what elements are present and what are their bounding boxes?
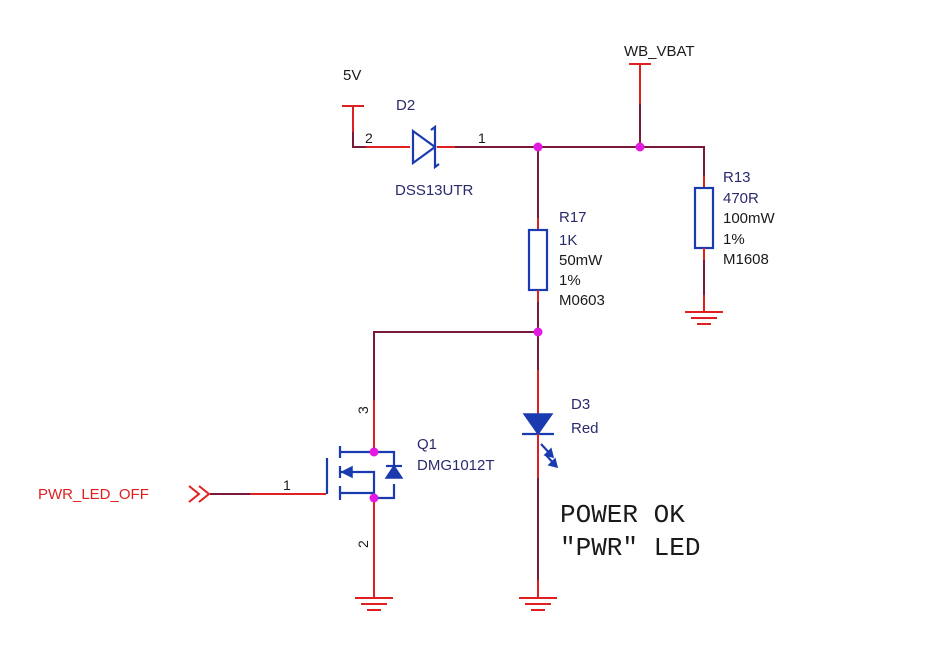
net-label-pwr-led-off: PWR_LED_OFF — [38, 486, 149, 503]
d2-pin-1: 1 — [478, 130, 486, 146]
d2-pin-2: 2 — [365, 130, 373, 146]
q1-pin-2: 2 — [355, 540, 371, 548]
power-symbol-5v: 5V — [342, 67, 366, 148]
d2-ref: D2 — [396, 97, 415, 114]
d2-value: DSS13UTR — [395, 182, 474, 199]
resistor-r17: R17 1K 50mW 1% M0603 — [527, 209, 605, 309]
q1-ref: Q1 — [417, 436, 437, 453]
q1-value: DMG1012T — [417, 457, 495, 474]
note-line-1: POWER OK — [560, 500, 685, 530]
junction-dot — [369, 447, 379, 457]
ground-symbol-q1 — [355, 580, 393, 611]
r17-ref: R17 — [559, 209, 587, 226]
r17-power: 50mW — [559, 252, 603, 269]
ground-symbol-d3 — [519, 580, 557, 611]
q1-pin-3: 3 — [355, 406, 371, 414]
r13-tolerance: 1% — [723, 231, 745, 248]
r13-value: 470R — [723, 190, 759, 207]
junction-dot — [369, 493, 379, 503]
junction-dot — [635, 142, 645, 152]
junction-dot — [533, 142, 543, 152]
q1-pin-1: 1 — [283, 477, 291, 493]
power-symbol-wbvat: WB_VBAT — [624, 43, 695, 104]
power-label-5v: 5V — [343, 67, 361, 84]
r13-ref: R13 — [723, 169, 751, 186]
junction-dot — [533, 327, 543, 337]
r13-power: 100mW — [723, 210, 776, 227]
diode-d2: D2 DSS13UTR 2 1 — [365, 97, 486, 199]
led-d3: D3 Red — [522, 370, 599, 478]
r17-package: M0603 — [559, 292, 605, 309]
resistor-r13: R13 470R 100mW 1% M1608 — [693, 169, 776, 268]
r13-package: M1608 — [723, 251, 769, 268]
power-label-wbvat: WB_VBAT — [624, 43, 695, 60]
d3-ref: D3 — [571, 396, 590, 413]
r17-value: 1K — [559, 232, 577, 249]
note-line-2: "PWR" LED — [560, 533, 700, 563]
r17-tolerance: 1% — [559, 272, 581, 289]
ground-symbol-r13 — [685, 295, 723, 325]
net-port-pwr-led-off: PWR_LED_OFF — [38, 485, 211, 503]
d3-value: Red — [571, 420, 599, 437]
junctions — [369, 142, 645, 503]
mosfet-q1: Q1 DMG1012T 3 2 1 — [250, 400, 495, 580]
